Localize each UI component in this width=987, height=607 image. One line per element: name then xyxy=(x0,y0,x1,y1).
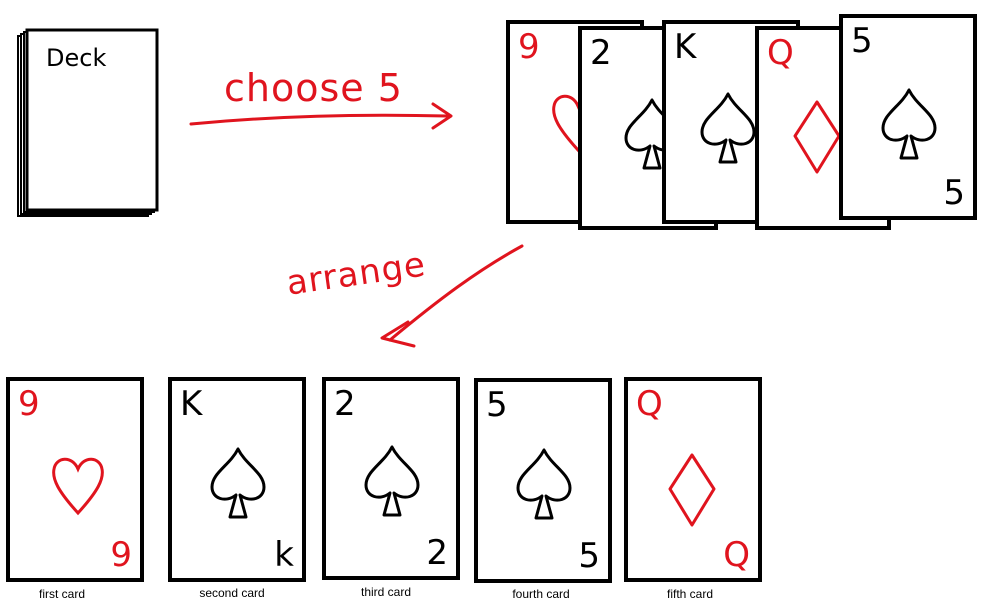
heart-icon xyxy=(52,457,104,516)
row-card-1-corner: 9 xyxy=(110,535,132,575)
row-card-4-rank: 5 xyxy=(486,385,508,425)
row-card-1-rank: 9 xyxy=(18,384,40,424)
arrange-arrow xyxy=(380,244,524,348)
row-card-3-rank: 2 xyxy=(334,384,356,424)
fan-card-3-rank: K xyxy=(674,27,697,67)
deck-stack xyxy=(17,28,159,217)
diamond-icon xyxy=(793,100,841,174)
row-card-2: K k xyxy=(168,377,306,582)
row-card-3: 2 2 xyxy=(322,377,460,580)
fan-card-5-corner: 5 xyxy=(943,173,965,213)
row-card-4: 5 5 xyxy=(474,378,612,583)
caption-fifth-card: fifth card xyxy=(666,587,714,601)
fan-card-2-rank: 2 xyxy=(590,33,612,73)
row-card-4-corner: 5 xyxy=(578,536,600,576)
deck-label: Deck xyxy=(46,44,107,72)
caption-second-card: second card xyxy=(199,586,265,600)
spade-icon xyxy=(881,88,937,160)
row-card-5: Q Q xyxy=(624,377,762,582)
fan-card-1-rank: 9 xyxy=(518,27,540,67)
spade-icon xyxy=(210,447,266,519)
diamond-icon xyxy=(668,453,716,527)
fan-card-5: 5 5 xyxy=(839,14,977,220)
choose-arrow xyxy=(189,102,453,130)
row-card-2-corner: k xyxy=(274,535,294,575)
row-card-5-rank: Q xyxy=(636,384,663,424)
choose-label: choose 5 xyxy=(224,66,403,110)
fan-card-4-rank: Q xyxy=(767,33,794,73)
caption-fourth-card: fourth card xyxy=(512,587,570,601)
caption-third-card: third card xyxy=(360,585,412,599)
row-card-5-corner: Q xyxy=(723,535,750,575)
caption-first-card: first card xyxy=(38,587,85,601)
spade-icon xyxy=(516,448,572,520)
spade-icon xyxy=(700,92,756,164)
row-card-1: 9 9 xyxy=(6,377,144,582)
spade-icon xyxy=(364,445,420,517)
fan-card-5-rank: 5 xyxy=(851,21,873,61)
row-card-2-rank: K xyxy=(180,384,203,424)
row-card-3-corner: 2 xyxy=(426,533,448,573)
